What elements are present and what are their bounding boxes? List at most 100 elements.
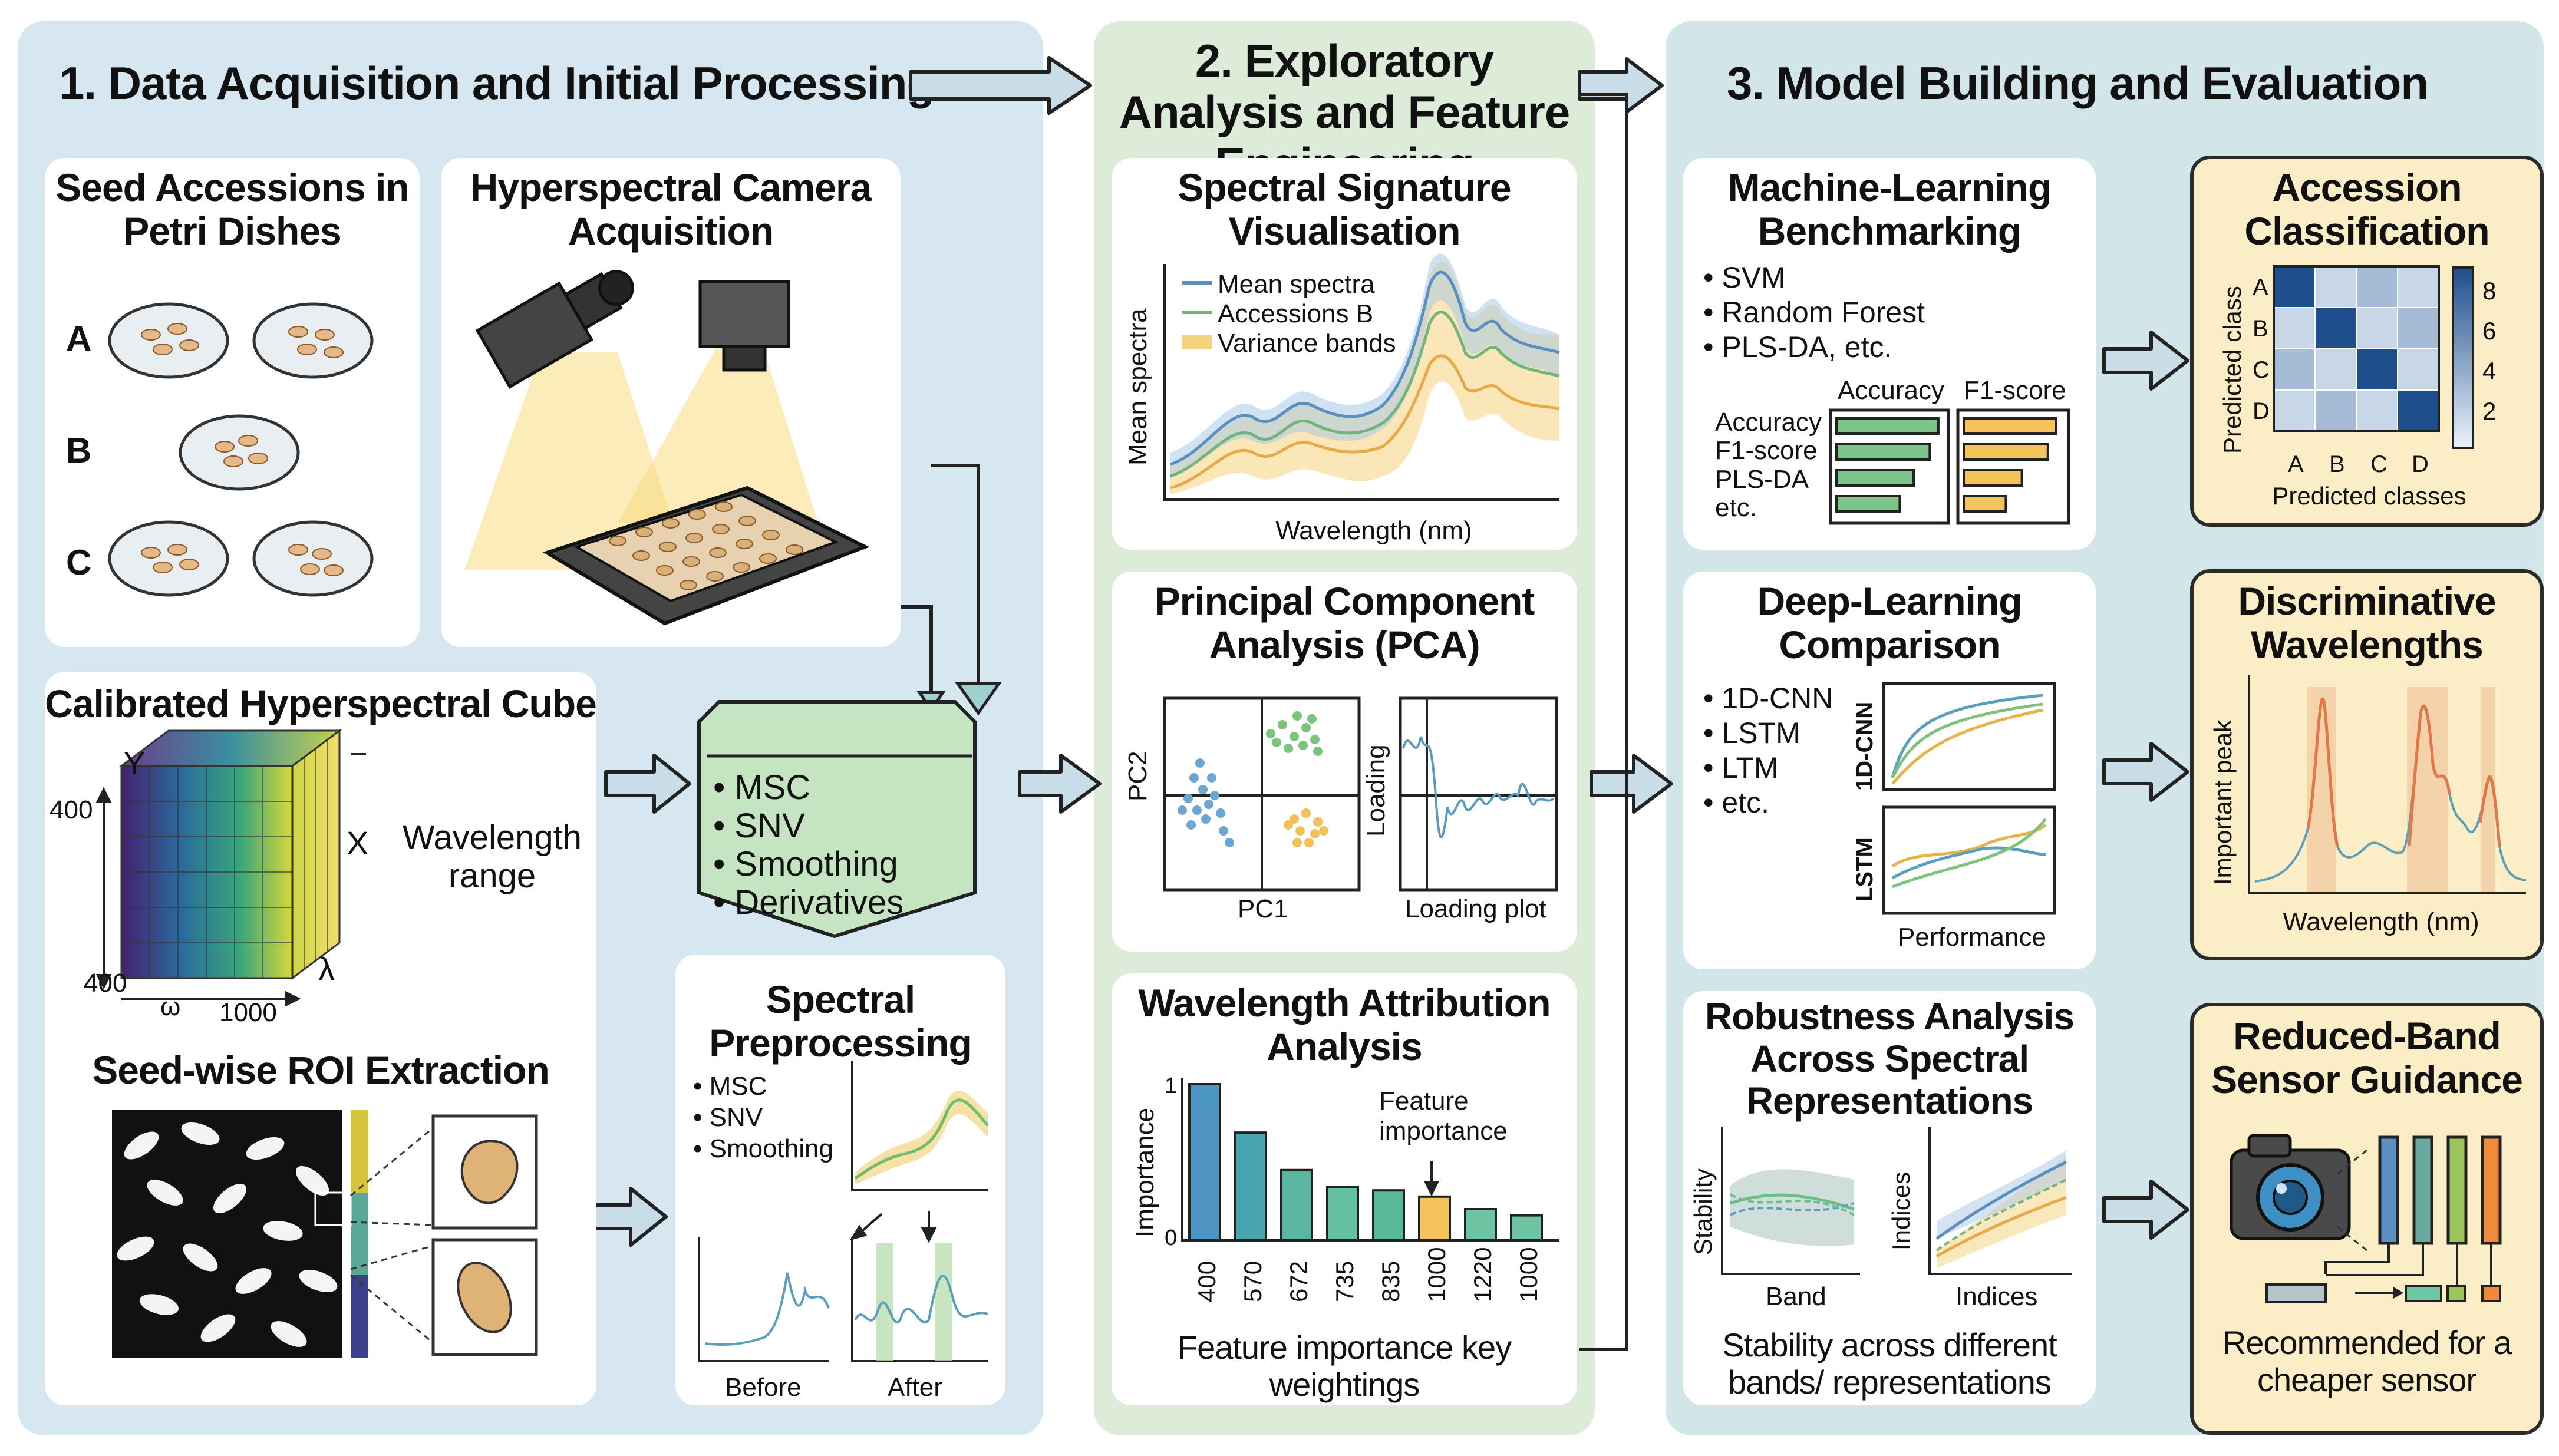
- camera-title: Hyperspectral Camera Acquisition: [470, 166, 872, 253]
- attr-tick-0: 400: [1193, 1260, 1221, 1302]
- methods-box: [697, 700, 977, 939]
- cls-scale-8: 8: [2482, 277, 2497, 305]
- cm-row-label-d: D: [2253, 398, 2270, 424]
- dl-item-etc: etc.: [1722, 786, 1769, 819]
- attr-caption: Feature importance key weightings: [1177, 1329, 1512, 1403]
- section-3-title: 3. Model Building and Evaluation: [1727, 57, 2429, 109]
- dl-card: [1683, 572, 2096, 969]
- cm-cell-2-0: [2273, 348, 2316, 391]
- attr-bar-chart: [1181, 1078, 1559, 1242]
- cm-cell-3-3: [2397, 389, 2439, 432]
- ml-row-accuracy: Accuracy: [1715, 408, 1822, 437]
- sig-legend-variance: Variance bands: [1218, 329, 1396, 358]
- pca-title: Principal Component Analysis (PCA): [1154, 579, 1535, 666]
- prep-after-label: After: [888, 1373, 942, 1402]
- prep-plots: [698, 1061, 989, 1362]
- cls-colorbar: [2452, 266, 2474, 449]
- attr-tick-7: 1000: [1515, 1247, 1542, 1302]
- attr-tick-3: 735: [1331, 1260, 1358, 1302]
- prep-item-snv: SNV: [709, 1102, 763, 1132]
- pca-pc2-label: PC2: [1123, 751, 1152, 801]
- attr-title: Wavelength Attribution Analysis: [1138, 981, 1551, 1068]
- ml-to-cls-arrow: [2102, 331, 2189, 391]
- prep-item-smoothing: Smoothing: [709, 1134, 833, 1163]
- dl-title: Deep-Learning Comparison: [1757, 579, 2022, 666]
- cls-scale-4: 4: [2482, 357, 2497, 385]
- cube-400-bottom: 400: [84, 969, 127, 998]
- attr-tick-6: 1220: [1469, 1247, 1496, 1302]
- cls-xlabel: Predicted classes: [2272, 482, 2466, 510]
- ml-acc-header: Accuracy: [1838, 376, 1944, 405]
- ml-bar-1-0: [1963, 417, 2057, 435]
- attr-tick-1: 570: [1239, 1260, 1267, 1302]
- s1-to-s2-mid-arrow: [1018, 754, 1102, 814]
- dl-top-label: 1D-CNN: [1852, 701, 1878, 791]
- petri-dishes-illustration: [108, 302, 374, 597]
- cm-row-label-c: C: [2253, 357, 2270, 383]
- disc-title: Discriminative Wavelengths: [2238, 579, 2496, 666]
- cube-x-label: X: [347, 824, 369, 861]
- method-snv: • SNV: [713, 806, 805, 845]
- attr-tick-5: 1000: [1423, 1247, 1450, 1302]
- dl-item-lstm: LSTM: [1722, 717, 1800, 750]
- ml-list: • SVM • Random Forest • PLS-DA, etc.: [1703, 261, 1925, 364]
- camera-connector: [931, 464, 980, 684]
- ml-title: Machine-Learning Benchmarking: [1727, 166, 2052, 253]
- cm-row-label-b: B: [2253, 316, 2268, 342]
- cls-title: Accession Classification: [2244, 166, 2489, 253]
- method-smoothing: • Smoothing: [713, 844, 898, 883]
- sig-legend-mean: Mean spectra: [1218, 270, 1375, 299]
- attr-ylabel: Importance: [1130, 1107, 1159, 1237]
- attr-bar-4: [1372, 1189, 1405, 1242]
- disc-xlabel: Wavelength (nm): [2283, 907, 2479, 936]
- cube-title: Calibrated Hyperspectral Cube: [45, 682, 597, 725]
- attr-tick-4: 835: [1377, 1260, 1404, 1302]
- rob-to-sensor-arrow: [2102, 1180, 2189, 1240]
- prep-title: Spectral Preprocessing: [709, 978, 972, 1065]
- cube-y-label: Y: [124, 746, 146, 781]
- method-msc: • MSC: [713, 768, 811, 807]
- confusion-matrix: [2273, 265, 2440, 432]
- rob-band-label: Band: [1766, 1282, 1826, 1311]
- cm-col-label-b: B: [2329, 451, 2345, 477]
- cm-cell-1-0: [2273, 307, 2316, 349]
- petri-dish-c1: [108, 520, 229, 597]
- dl-item-ltm: LTM: [1722, 751, 1779, 784]
- section-2-to-3-arrow: [1578, 57, 1664, 114]
- ml-benchmark-bars: [1829, 408, 2070, 525]
- cube-to-methods-arrow: [604, 754, 691, 814]
- roi-title: Seed-wise ROI Extraction: [92, 1048, 550, 1092]
- dl-bottom-label: LSTM: [1852, 837, 1878, 902]
- cm-cell-2-3: [2397, 348, 2439, 391]
- section-2-title: 2. Exploratory Analysis and Feature Engi…: [1119, 35, 1571, 189]
- seed-label-b: B: [66, 431, 92, 470]
- sig-xlabel: Wavelength (nm): [1275, 516, 1472, 545]
- s2-to-s3-mid-arrow: [1590, 754, 1673, 814]
- dl-to-disc-arrow: [2102, 742, 2189, 802]
- spectral-signature-plot: [1163, 253, 1560, 501]
- prep-before-label: Before: [725, 1373, 802, 1402]
- rob-indices-x-label: Indices: [1955, 1282, 2038, 1311]
- ml-item-plsda: PLS-DA, etc.: [1722, 331, 1892, 364]
- hyperspectral-camera-illustration: [464, 270, 870, 626]
- ml-bar-1-1: [1963, 443, 2049, 461]
- prep-list: • MSC • SNV • Smoothing: [693, 1072, 833, 1163]
- attr-bar-0: [1188, 1083, 1221, 1242]
- attr-tick-2: 672: [1285, 1260, 1313, 1302]
- ml-item-rf: Random Forest: [1722, 296, 1925, 329]
- cm-cell-3-1: [2314, 389, 2357, 432]
- pca-loading-label: Loading: [1361, 744, 1390, 837]
- prep-item-msc: MSC: [709, 1072, 767, 1101]
- ml-bar-1-3: [1963, 495, 2007, 513]
- methods-list: • MSC • SNV • Smoothing • Derivatives: [713, 768, 961, 922]
- discriminative-wavelengths-plot: [2248, 675, 2527, 894]
- petri-dish-c2: [252, 520, 374, 597]
- sig-ylabel: Mean spectra: [1123, 308, 1152, 465]
- ml-bar-0-2: [1835, 469, 1915, 487]
- cm-cell-1-1: [2314, 307, 2357, 349]
- cm-cell-1-3: [2397, 307, 2439, 349]
- rob-title: Robustness Analysis Across Spectral Repr…: [1705, 995, 2075, 1122]
- seed-label-c: C: [66, 543, 92, 582]
- cm-cell-2-2: [2356, 348, 2398, 391]
- dl-list: • 1D-CNN • LSTM • LTM • etc.: [1703, 682, 1833, 819]
